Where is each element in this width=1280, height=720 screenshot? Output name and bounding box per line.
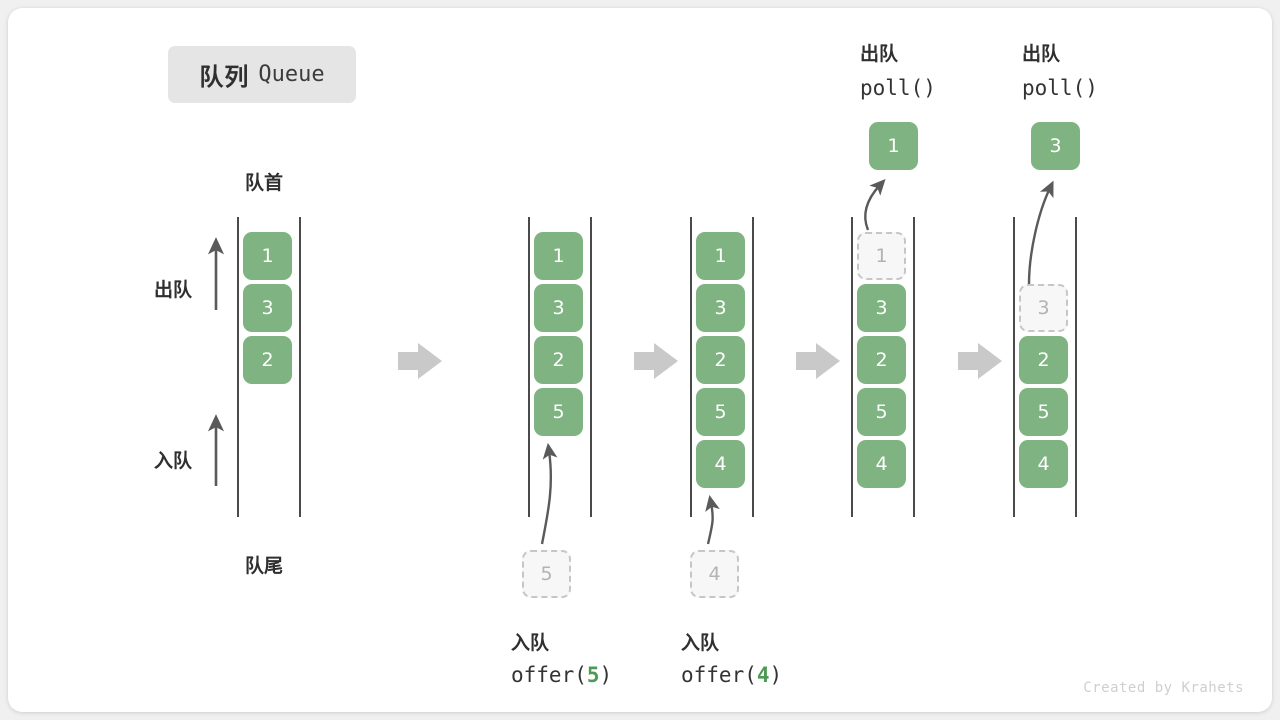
queue-rail-left-4 bbox=[851, 217, 853, 517]
queue-cell: 3 bbox=[857, 284, 906, 332]
step-arrow-icon bbox=[796, 343, 840, 379]
code-suffix: ) bbox=[599, 663, 613, 687]
code-prefix: offer( bbox=[681, 663, 757, 687]
queue-rail-left-2 bbox=[528, 217, 530, 517]
label-dequeue-direction: 出队 bbox=[154, 279, 193, 301]
queue-cell: 3 bbox=[243, 284, 292, 332]
queue-cell: 5 bbox=[1019, 388, 1068, 436]
queue-cell: 4 bbox=[857, 440, 906, 488]
caption-enqueue-cn-1: 入队 bbox=[511, 632, 550, 654]
footer-credit: Created by Krahets bbox=[1083, 680, 1244, 696]
queue-rail-right-3 bbox=[752, 217, 754, 517]
queue-cell: 4 bbox=[1019, 440, 1068, 488]
queue-cell: 2 bbox=[696, 336, 745, 384]
queue-cell: 2 bbox=[1019, 336, 1068, 384]
queue-cell: 2 bbox=[534, 336, 583, 384]
queue-cell: 1 bbox=[696, 232, 745, 280]
queue-cell: 2 bbox=[857, 336, 906, 384]
step-arrow-icon bbox=[634, 343, 678, 379]
label-queue-front: 队首 bbox=[245, 172, 284, 194]
queue-cell: 1 bbox=[243, 232, 292, 280]
flow-arrow-dequeue-3 bbox=[1027, 180, 1054, 285]
title-cn: 队列 bbox=[199, 63, 250, 91]
queue-cell: 5 bbox=[534, 388, 583, 436]
queue-cell: 5 bbox=[857, 388, 906, 436]
title-en: Queue bbox=[258, 62, 325, 87]
queue-cell: 3 bbox=[534, 284, 583, 332]
queue-cell: 3 bbox=[1019, 284, 1068, 332]
arrows-overlay bbox=[207, 179, 1054, 545]
caption-dequeue-cn-1: 出队 bbox=[860, 43, 899, 65]
code-suffix: ) bbox=[769, 663, 783, 687]
queue-cell: 2 bbox=[243, 336, 292, 384]
flow-arrow-enqueue-4 bbox=[705, 494, 720, 545]
caption-enqueue-code-1: offer(5) bbox=[511, 663, 612, 687]
caption-dequeue-cn-2: 出队 bbox=[1022, 43, 1061, 65]
queue-cell: 1 bbox=[534, 232, 583, 280]
queue-rail-left-1 bbox=[237, 217, 239, 517]
diagram-title: 队列 Queue bbox=[168, 46, 356, 103]
pending-enqueue-box: 4 bbox=[690, 550, 739, 598]
queue-cell: 4 bbox=[696, 440, 745, 488]
caption-dequeue-code-2: poll() bbox=[1022, 76, 1098, 100]
caption-enqueue-cn-2: 入队 bbox=[681, 632, 720, 654]
queue-cell: 3 bbox=[696, 284, 745, 332]
label-queue-rear: 队尾 bbox=[245, 555, 284, 577]
queue-rail-right-4 bbox=[913, 217, 915, 517]
code-arg: 5 bbox=[586, 663, 600, 687]
queue-cell: 1 bbox=[857, 232, 906, 280]
queue-rail-left-3 bbox=[690, 217, 692, 517]
popped-value-box: 3 bbox=[1031, 122, 1080, 170]
queue-rail-right-5 bbox=[1075, 217, 1077, 517]
queue-rail-right-2 bbox=[590, 217, 592, 517]
step-arrow-icon bbox=[398, 343, 442, 379]
queue-rail-right-1 bbox=[299, 217, 301, 517]
code-arg: 4 bbox=[756, 663, 770, 687]
diagram-card: 队列 Queue 队首 队尾 出队 入队 1 3 2 1 3 2 5 5 入队 … bbox=[8, 8, 1272, 712]
flow-arrow-enqueue-5 bbox=[540, 442, 558, 545]
caption-enqueue-code-2: offer(4) bbox=[681, 663, 782, 687]
step-arrow-icon bbox=[958, 343, 1002, 379]
queue-rail-left-5 bbox=[1013, 217, 1015, 517]
queue-cell: 5 bbox=[696, 388, 745, 436]
label-enqueue-direction: 入队 bbox=[154, 450, 193, 472]
code-prefix: offer( bbox=[511, 663, 587, 687]
caption-dequeue-code-1: poll() bbox=[860, 76, 936, 100]
pending-enqueue-box: 5 bbox=[522, 550, 571, 598]
popped-value-box: 1 bbox=[869, 122, 918, 170]
flow-arrow-dequeue-1 bbox=[864, 179, 886, 231]
